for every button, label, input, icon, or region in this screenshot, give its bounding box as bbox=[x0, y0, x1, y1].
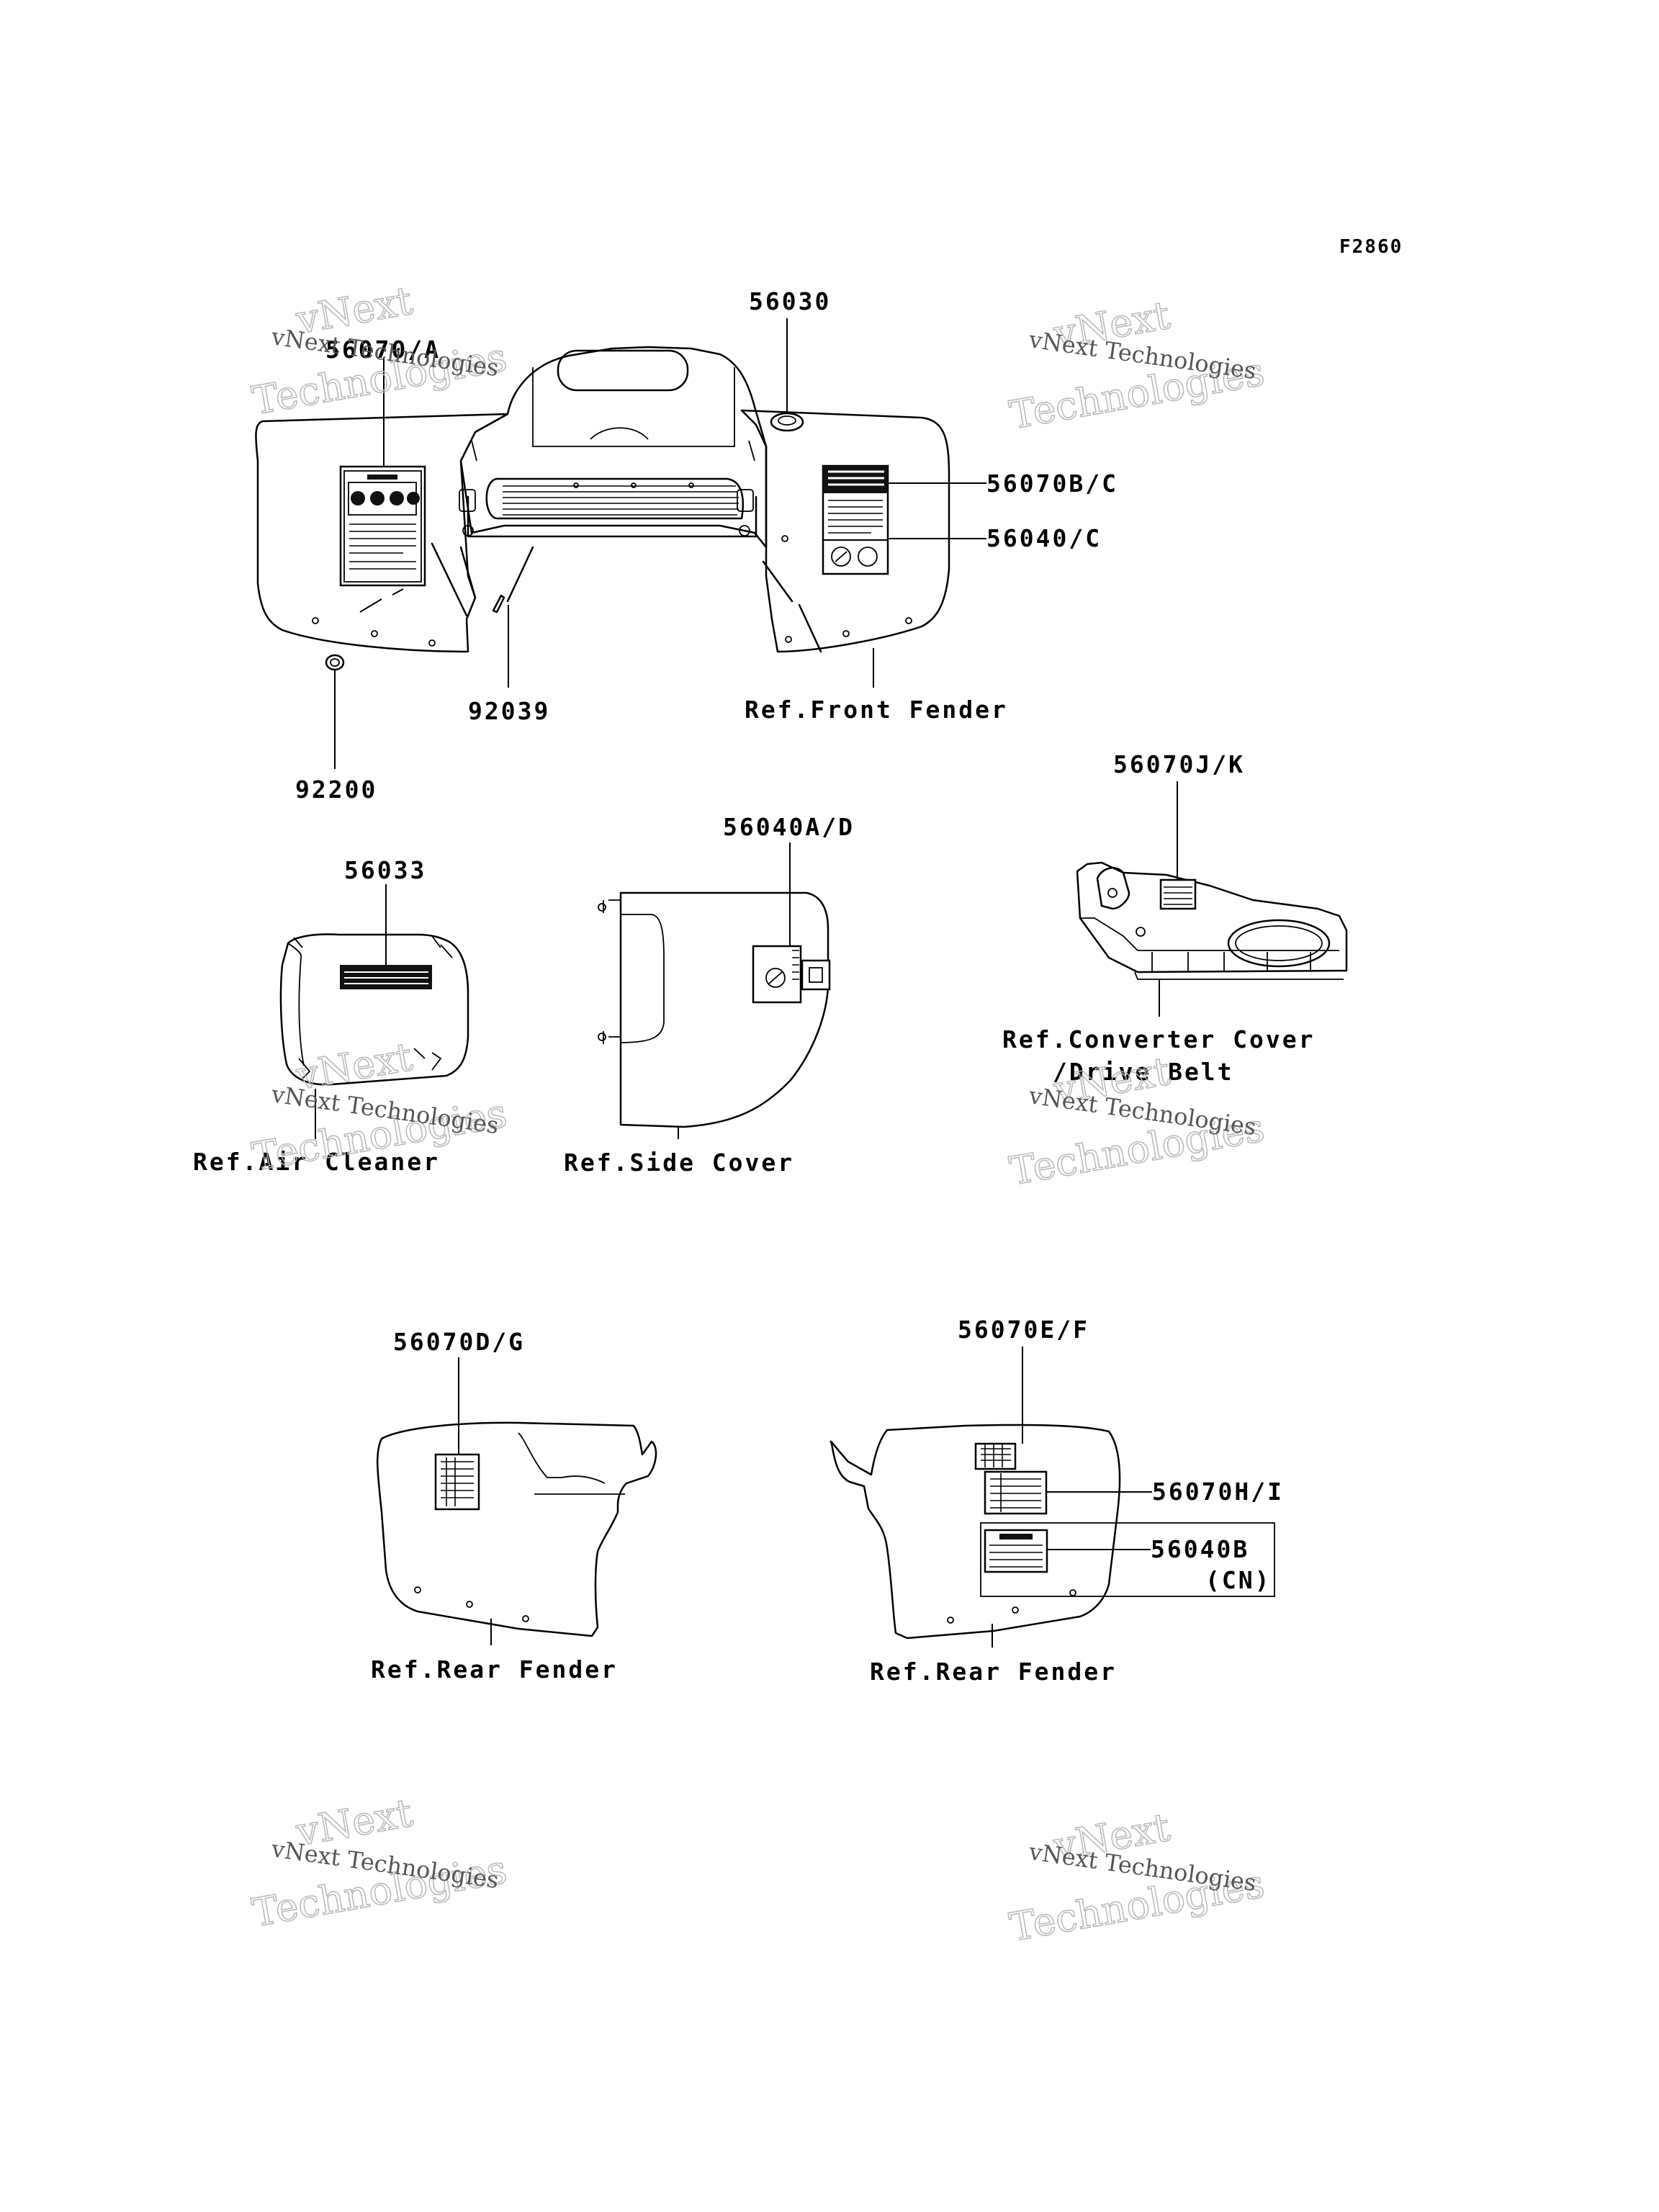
ref-side-cover: Ref.Side Cover bbox=[564, 1148, 794, 1177]
callout-56070bc: 56070B/C bbox=[986, 469, 1118, 498]
callout-56040ad: 56040A/D bbox=[723, 813, 855, 841]
callout-56040b-note: (CN) bbox=[1205, 1566, 1271, 1594]
air-cleaner-drawing bbox=[279, 933, 469, 1086]
callout-56070jk: 56070J/K bbox=[1113, 750, 1245, 778]
ref-front-fender: Ref.Front Fender bbox=[745, 696, 1008, 724]
rear-fender-left-drawing bbox=[377, 1421, 657, 1637]
callout-56070a: 56070/A bbox=[325, 336, 441, 364]
ref-drive-belt: /Drive Belt bbox=[1053, 1058, 1234, 1086]
figure-code: F2860 bbox=[1339, 236, 1403, 258]
front-fender-drawing bbox=[255, 346, 950, 671]
warning-label-56070a bbox=[339, 465, 426, 587]
converter-cover-drawing bbox=[1076, 861, 1348, 980]
ref-air-cleaner: Ref.Air Cleaner bbox=[193, 1148, 440, 1176]
callout-56033: 56033 bbox=[344, 856, 426, 884]
callout-56040c: 56040/C bbox=[986, 524, 1102, 552]
callout-92200: 92200 bbox=[295, 775, 377, 804]
callout-56070hi: 56070H/I bbox=[1152, 1478, 1284, 1506]
rear-fender-right-drawing bbox=[830, 1424, 1275, 1640]
side-cover-drawing bbox=[598, 891, 831, 1128]
callout-56070ef: 56070E/F bbox=[958, 1316, 1089, 1344]
callout-56030: 56030 bbox=[749, 287, 831, 315]
callout-56070dg: 56070D/G bbox=[393, 1328, 525, 1356]
callout-56040b: 56040B bbox=[1151, 1535, 1249, 1563]
callout-92039: 92039 bbox=[468, 697, 550, 725]
ref-rear-fender-right: Ref.Rear Fender bbox=[870, 1658, 1117, 1686]
ref-converter-cover: Ref.Converter Cover bbox=[1002, 1025, 1316, 1053]
ref-rear-fender-left: Ref.Rear Fender bbox=[371, 1655, 618, 1683]
label-56070bc-56040c bbox=[822, 464, 889, 575]
